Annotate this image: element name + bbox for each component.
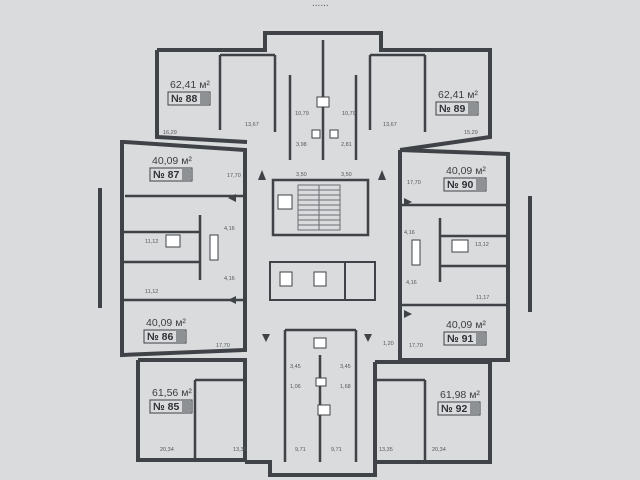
room-area: 1,20	[383, 341, 394, 347]
apartment-91: 40,09 м² № 91	[443, 319, 487, 346]
room-area: 3,50	[296, 172, 307, 178]
apartment-85: 61,56 м² № 85	[149, 387, 193, 414]
room-area: 9,71	[295, 447, 306, 453]
room-area: 3,50	[341, 172, 352, 178]
room-area: 11,17	[476, 295, 489, 301]
apartment-area: 62,41 м²	[170, 79, 210, 91]
apartment-area: 40,09 м²	[446, 165, 486, 177]
apartment-number: № 87	[153, 169, 179, 181]
room-area: 9,71	[331, 447, 342, 453]
room-area: 3,45	[290, 364, 301, 370]
room-area: 15,29	[464, 130, 478, 136]
room-area: 10,79	[342, 111, 356, 117]
room-area: 2,81	[341, 142, 352, 148]
room-area: 17,70	[409, 343, 423, 349]
arrow-right-icon	[404, 310, 412, 318]
apartment-number: № 88	[171, 93, 197, 105]
room-area: 3,45	[340, 364, 351, 370]
bathroom-fixtures	[165, 96, 469, 416]
apartment-90: 40,09 м² № 90	[443, 165, 487, 192]
room-area: 10,79	[295, 111, 309, 117]
apartment-area: 40,09 м²	[146, 317, 186, 329]
room-area: 3,98	[296, 142, 307, 148]
room-area: 1,68	[340, 384, 351, 390]
room-area: 16,29	[163, 130, 177, 136]
outer-walls	[98, 31, 532, 477]
arrow-left-icon	[228, 194, 236, 202]
apartment-number: № 89	[439, 103, 465, 115]
apartment-area: 62,41 м²	[438, 89, 478, 101]
room-area: 4,16	[404, 230, 415, 236]
apartment-area: 40,09 м²	[446, 319, 486, 331]
apartment-area: 40,09 м²	[152, 155, 192, 167]
room-area: 13,67	[245, 122, 259, 128]
apartment-area: 61,56 м²	[152, 387, 192, 399]
direction-arrows	[228, 170, 412, 342]
room-area: 4,16	[406, 280, 417, 286]
room-area: 1,06	[290, 384, 301, 390]
room-area: 13,67	[383, 122, 397, 128]
apartment-89: 62,41 м² № 89	[435, 89, 479, 116]
room-area: 13,35	[233, 447, 247, 453]
room-area: 17,70	[216, 343, 230, 349]
arrow-right-icon	[404, 198, 412, 206]
apartment-number: № 91	[447, 333, 473, 345]
apartment-86: 40,09 м² № 86	[143, 317, 187, 344]
stair-core	[269, 178, 376, 301]
apartment-92: 61,98 м² № 92	[437, 389, 481, 416]
apartment-88: 62,41 м² № 88	[167, 79, 211, 106]
room-area: 17,70	[227, 173, 241, 179]
room-area: 20,34	[432, 447, 446, 453]
arrow-up-icon	[378, 170, 386, 180]
room-area: 13,12	[475, 242, 489, 248]
room-area: 20,34	[160, 447, 174, 453]
room-area: 11,12	[145, 239, 158, 245]
room-area: 11,12	[145, 289, 158, 295]
room-area: 4,16	[224, 276, 235, 282]
apartment-number: № 86	[147, 331, 173, 343]
room-area: 13,35	[379, 447, 393, 453]
apartment-number: № 90	[447, 179, 473, 191]
apartment-area: 61,98 м²	[440, 389, 480, 401]
arrow-down-icon	[364, 334, 372, 342]
room-area: 17,70	[407, 180, 421, 186]
arrow-up-icon	[258, 170, 266, 180]
room-area-labels: 16,29 13,67 10,79 10,79 13,67 15,29 3,98…	[145, 111, 489, 453]
room-area: 4,16	[224, 226, 235, 232]
arrow-down-icon	[262, 334, 270, 342]
apartment-87: 40,09 м² № 87	[149, 155, 193, 182]
apartment-number: № 92	[441, 403, 467, 415]
header-text: ......	[312, 0, 329, 9]
arrow-left-icon	[228, 296, 236, 304]
apartment-number: № 85	[153, 401, 179, 413]
